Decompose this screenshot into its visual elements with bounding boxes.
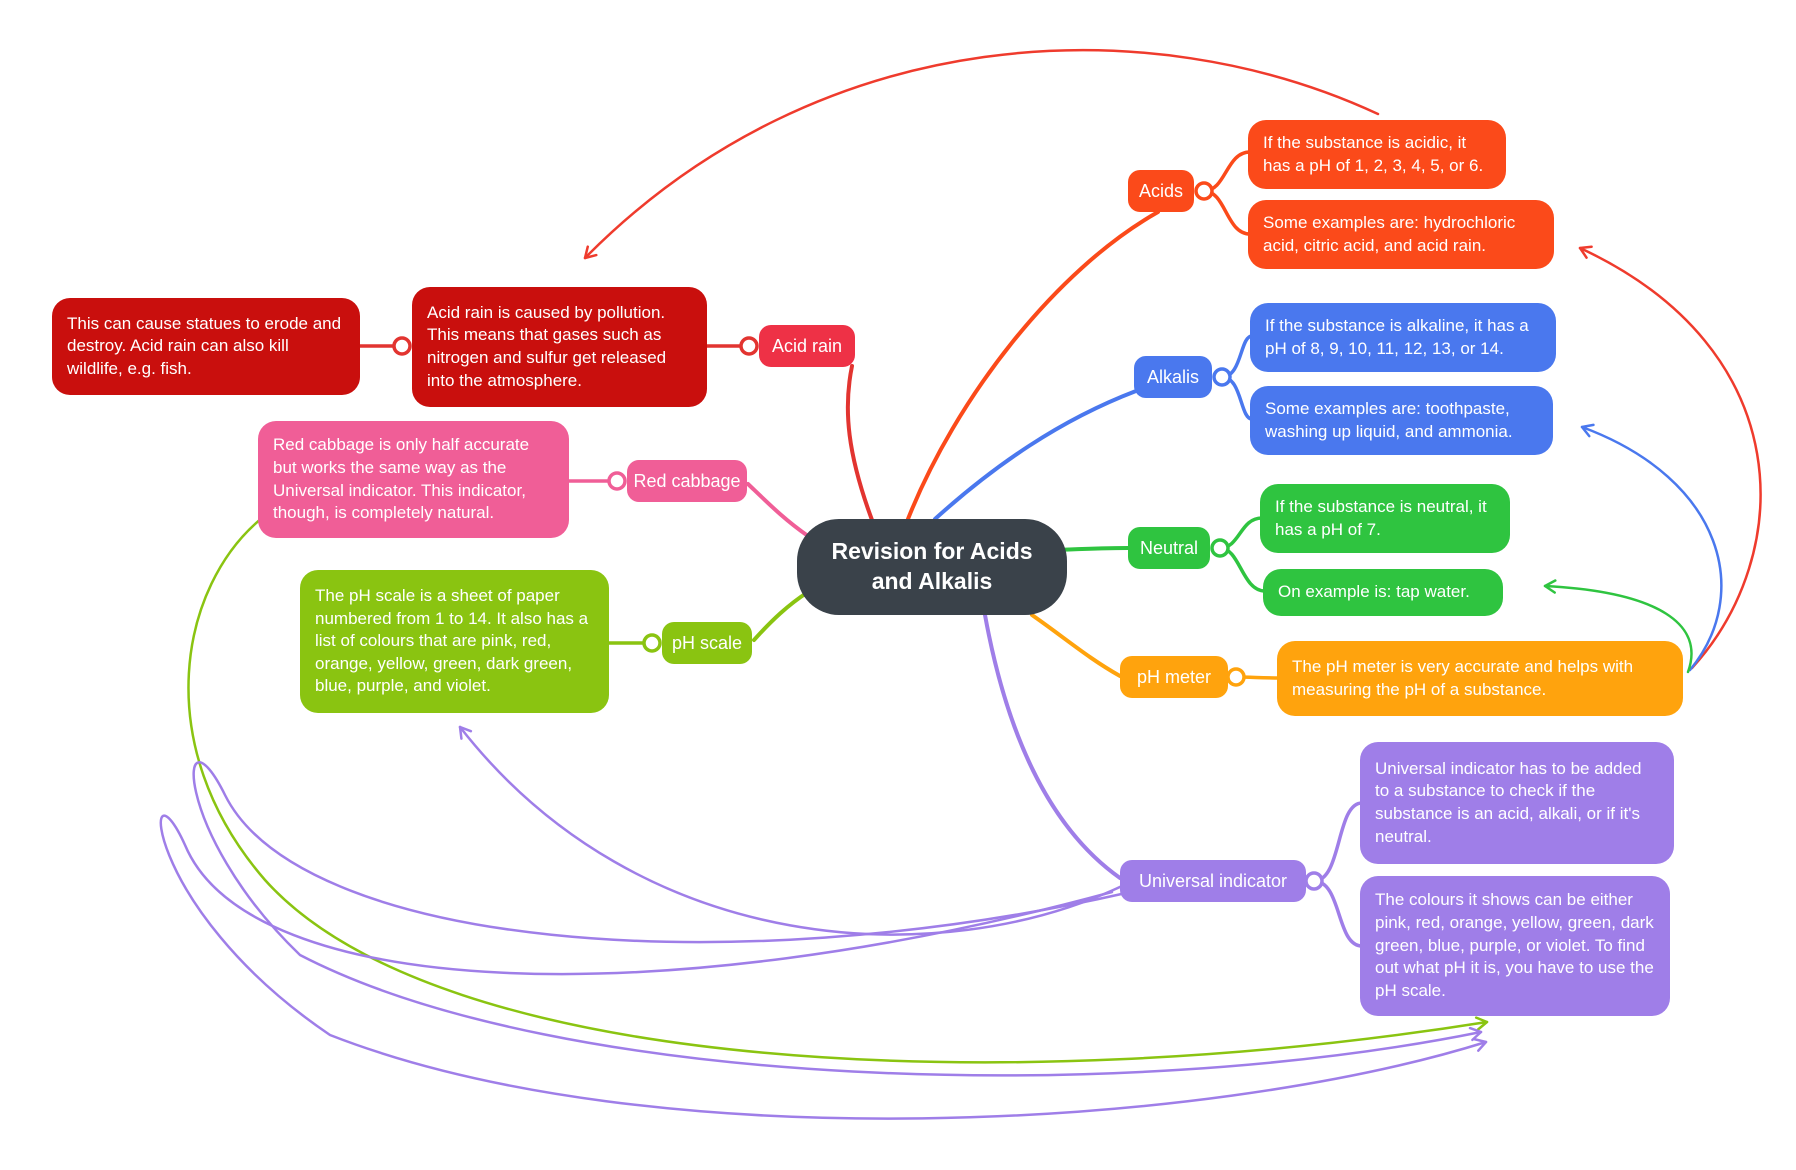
branch-line-red-cabbage [746,482,810,538]
card-red-cabbage-info[interactable]: Red cabbage is only half accurate but wo… [258,421,569,538]
branch-line-acid-rain [845,364,874,522]
topic-alkalis[interactable]: Alkalis [1134,356,1212,398]
card-alkalis-examples[interactable]: Some examples are: toothpaste, washing u… [1250,386,1553,456]
crosslink-ph-scale-to-universal-colours [187,516,1489,1064]
child-link-universal-2 [1312,879,1364,948]
topic-neutral[interactable]: Neutral [1128,527,1210,569]
ring-acid-rain-card[interactable] [392,336,412,356]
crosslink-universal-to-ph-scale [458,725,1124,936]
branch-line-ph-scale [752,590,810,642]
ring-ph-scale[interactable] [642,633,662,653]
crosslink-right-to-alkalis-examples [1580,423,1723,672]
branch-line-ph-meter [1030,613,1122,678]
topic-red-cabbage[interactable]: Red cabbage [627,460,747,502]
card-universal-usage[interactable]: Universal indicator has to be added to a… [1360,742,1674,864]
card-universal-colours[interactable]: The colours it shows can be either pink,… [1360,876,1670,1016]
topic-acids[interactable]: Acids [1128,170,1194,212]
card-acid-rain-effects[interactable]: This can cause statues to erode and dest… [52,298,360,395]
branch-line-universal-indicator [983,613,1122,880]
ring-alkalis[interactable] [1212,367,1232,387]
card-acid-rain-cause[interactable]: Acid rain is caused by pollution. This m… [412,287,707,407]
child-link-universal-1 [1312,801,1364,883]
card-neutral-ph[interactable]: If the substance is neutral, it has a pH… [1260,484,1510,554]
topic-acid-rain[interactable]: Acid rain [759,325,855,367]
card-alkalis-ph[interactable]: If the substance is alkaline, it has a p… [1250,303,1556,373]
ring-acid-rain[interactable] [739,336,759,356]
topic-ph-scale[interactable]: pH scale [662,622,752,664]
ring-red-cabbage[interactable] [607,471,627,491]
ring-universal-indicator[interactable] [1304,871,1324,891]
crosslink-right-to-acids-examples [1578,245,1762,670]
card-neutral-example[interactable]: On example is: tap water. [1263,569,1503,616]
crosslink-right-to-tap-water [1543,579,1693,674]
crosslink-universal-loop-1 [192,761,1483,1077]
ring-ph-meter[interactable] [1226,667,1246,687]
card-ph-meter-info[interactable]: The pH meter is very accurate and helps … [1277,641,1683,716]
crosslink-universal-loop-2 [159,814,1488,1120]
topic-universal-indicator[interactable]: Universal indicator [1120,860,1306,902]
card-ph-scale-info[interactable]: The pH scale is a sheet of paper numbere… [300,570,609,713]
branch-line-alkalis [933,389,1138,521]
card-acids-examples[interactable]: Some examples are: hydrochloric acid, ci… [1248,200,1554,270]
branch-line-acids [906,210,1160,521]
topic-ph-meter[interactable]: pH meter [1120,656,1228,698]
branch-line-neutral [1055,546,1130,552]
ring-neutral[interactable] [1210,538,1230,558]
ring-acids[interactable] [1194,181,1214,201]
card-acids-ph[interactable]: If the substance is acidic, it has a pH … [1248,120,1506,190]
crosslink-acids-example-to-acid-rain [583,48,1380,260]
root-node[interactable]: Revision for Acids and Alkalis [797,519,1067,615]
